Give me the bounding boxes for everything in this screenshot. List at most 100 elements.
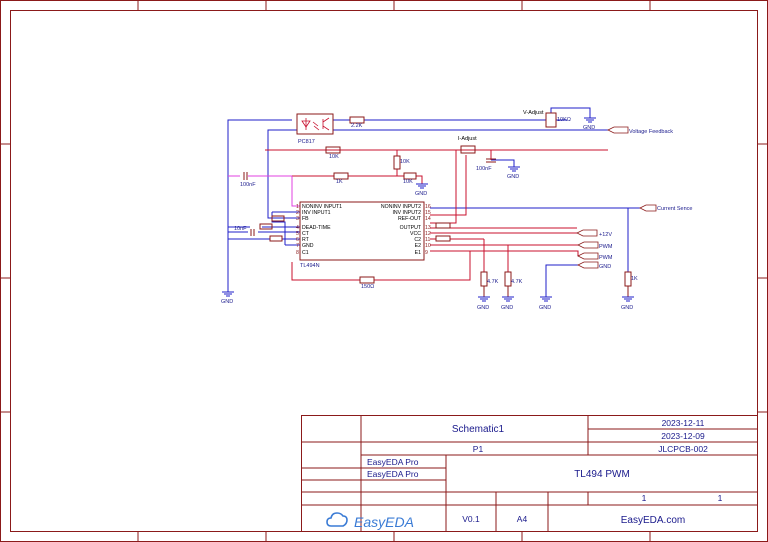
net-label-voltage-feedback: Voltage Feedback	[629, 129, 673, 135]
resistor-10k-b	[393, 155, 401, 170]
gnd-label: GND	[507, 174, 519, 180]
gnd-label: GND	[539, 305, 551, 311]
pot-label: I-Adjust	[458, 136, 477, 142]
ic-pin-num: 4	[296, 225, 299, 231]
resistor-label: 10K	[400, 159, 410, 165]
schematic-labels: PC817 2.2K V-Adjust 10KΩ 10K I-Adjust 10…	[221, 110, 692, 311]
ic-pin-num: 12	[425, 231, 431, 237]
ic-pin-name: CT	[302, 231, 310, 237]
gnd-symbol	[584, 117, 596, 123]
potentiometer-v-adjust	[545, 112, 557, 128]
ic-pin-name: DEAD-TIME	[302, 225, 331, 231]
resistor-label: 2.2K	[351, 123, 363, 129]
net-flag-pwm1	[577, 241, 599, 249]
ic-name: TL494N	[300, 263, 320, 269]
resistor-10k-a	[325, 146, 341, 154]
pot-label: V-Adjust	[523, 110, 544, 116]
version: V0.1	[462, 514, 480, 524]
pot-value-label: 10KΩ	[557, 117, 571, 123]
net-flag-gnd	[577, 261, 599, 269]
ground-symbols	[222, 117, 634, 302]
paper-size: A4	[517, 514, 528, 524]
reviewed-by: EasyEDA Pro	[367, 469, 419, 479]
ic-pin-num: 8	[296, 250, 299, 256]
gnd-label: GND	[415, 191, 427, 197]
ic-pin-name: INV INPUT1	[302, 210, 331, 216]
resistor-1k	[333, 172, 349, 180]
net-flag-current-sence	[639, 204, 657, 212]
ic-pin-num: 7	[296, 243, 299, 249]
ic-pin-num: 15	[425, 210, 431, 216]
page-number: P1	[473, 444, 484, 454]
easyeda-logo: EasyEDA	[326, 512, 414, 530]
resistor-label: 4.7K	[487, 279, 499, 285]
ic-pin-name: NONINV INPUT2	[381, 204, 421, 210]
drawn-by: EasyEDA Pro	[367, 457, 419, 467]
resistor-150	[359, 276, 375, 284]
ic-pin-name: NONINV INPUT1	[302, 204, 342, 210]
gnd-symbol	[222, 291, 234, 297]
ic-pin-name: RT	[302, 237, 310, 243]
capacitor-label: 10nF	[234, 226, 247, 232]
ic-pin-name: C1	[302, 250, 309, 256]
resistor-10k-c	[403, 172, 417, 180]
ic-pin-num: 11	[425, 237, 430, 243]
date-created: 2023-12-11	[662, 418, 705, 428]
ic-pin-name: FB	[302, 216, 309, 222]
project-title: TL494 PWM	[574, 469, 630, 480]
net-flag-12v	[576, 229, 598, 237]
website: EasyEDA.com	[621, 515, 685, 526]
gnd-symbol	[478, 296, 490, 302]
ic-pin-name: E2	[415, 243, 421, 249]
net-flag-pwm2	[577, 252, 599, 260]
gnd-symbol	[622, 296, 634, 302]
ic-pin-name: C2	[414, 237, 421, 243]
net-label-gnd: GND	[599, 264, 611, 270]
title-block: Schematic1 P1 2023-12-11 2023-12-09 JLCP…	[301, 415, 758, 532]
potentiometer-i-adjust	[460, 145, 476, 154]
sheet-index: 1	[642, 493, 647, 503]
magenta-wires	[228, 175, 300, 207]
ic-pin-num: 14	[425, 216, 431, 222]
net-label-pwm1: PWM	[599, 244, 613, 250]
blue-wires	[227, 107, 640, 297]
optocoupler-label: PC817	[298, 139, 315, 145]
part-number: JLCPCB-002	[658, 444, 708, 454]
net-label-12v: +12V	[599, 232, 612, 238]
ic-pin-num: 3	[296, 216, 299, 222]
components	[243, 112, 632, 297]
gnd-symbol	[540, 296, 552, 302]
ic-pin-num: 10	[425, 243, 431, 249]
net-label-current-sence: Current Sence	[657, 206, 692, 212]
optocoupler-body	[296, 113, 334, 135]
ic-pin-name: E1	[415, 250, 421, 256]
sheet-total: 1	[718, 493, 723, 503]
gnd-label: GND	[501, 305, 513, 311]
ic-pin-num: 9	[425, 250, 428, 256]
resistor-label: 1K	[631, 276, 638, 282]
gnd-symbol	[502, 296, 514, 302]
ic-pin-name: VCC	[410, 231, 421, 237]
schematic-circuit: PC817 2.2K V-Adjust 10KΩ 10K I-Adjust 10…	[221, 107, 692, 311]
cloud-icon	[326, 512, 348, 527]
gnd-label: GND	[477, 305, 489, 311]
tl494-body	[299, 201, 425, 261]
gnd-label: GND	[221, 299, 233, 305]
ic-pin-num: 16	[425, 204, 431, 210]
resistor-2k2	[349, 116, 365, 124]
gnd-label: GND	[583, 125, 595, 131]
resistor-label: 10K	[403, 179, 413, 185]
gnd-symbol	[416, 183, 428, 189]
ic-pin-name: OUTPUT	[400, 225, 422, 231]
ic-pin-num: 6	[296, 237, 299, 243]
resistor-label: 1K	[336, 179, 343, 185]
resistor-label: 4.7K	[511, 279, 523, 285]
net-flag-shapes	[576, 126, 657, 269]
logo-text: EasyEDA	[354, 514, 414, 530]
gnd-label: GND	[621, 305, 633, 311]
date-modified: 2023-12-09	[661, 431, 705, 441]
gnd-symbol	[508, 166, 520, 172]
capacitor-label: 100nF	[240, 182, 256, 188]
ic-pin-num: 1	[296, 204, 299, 210]
